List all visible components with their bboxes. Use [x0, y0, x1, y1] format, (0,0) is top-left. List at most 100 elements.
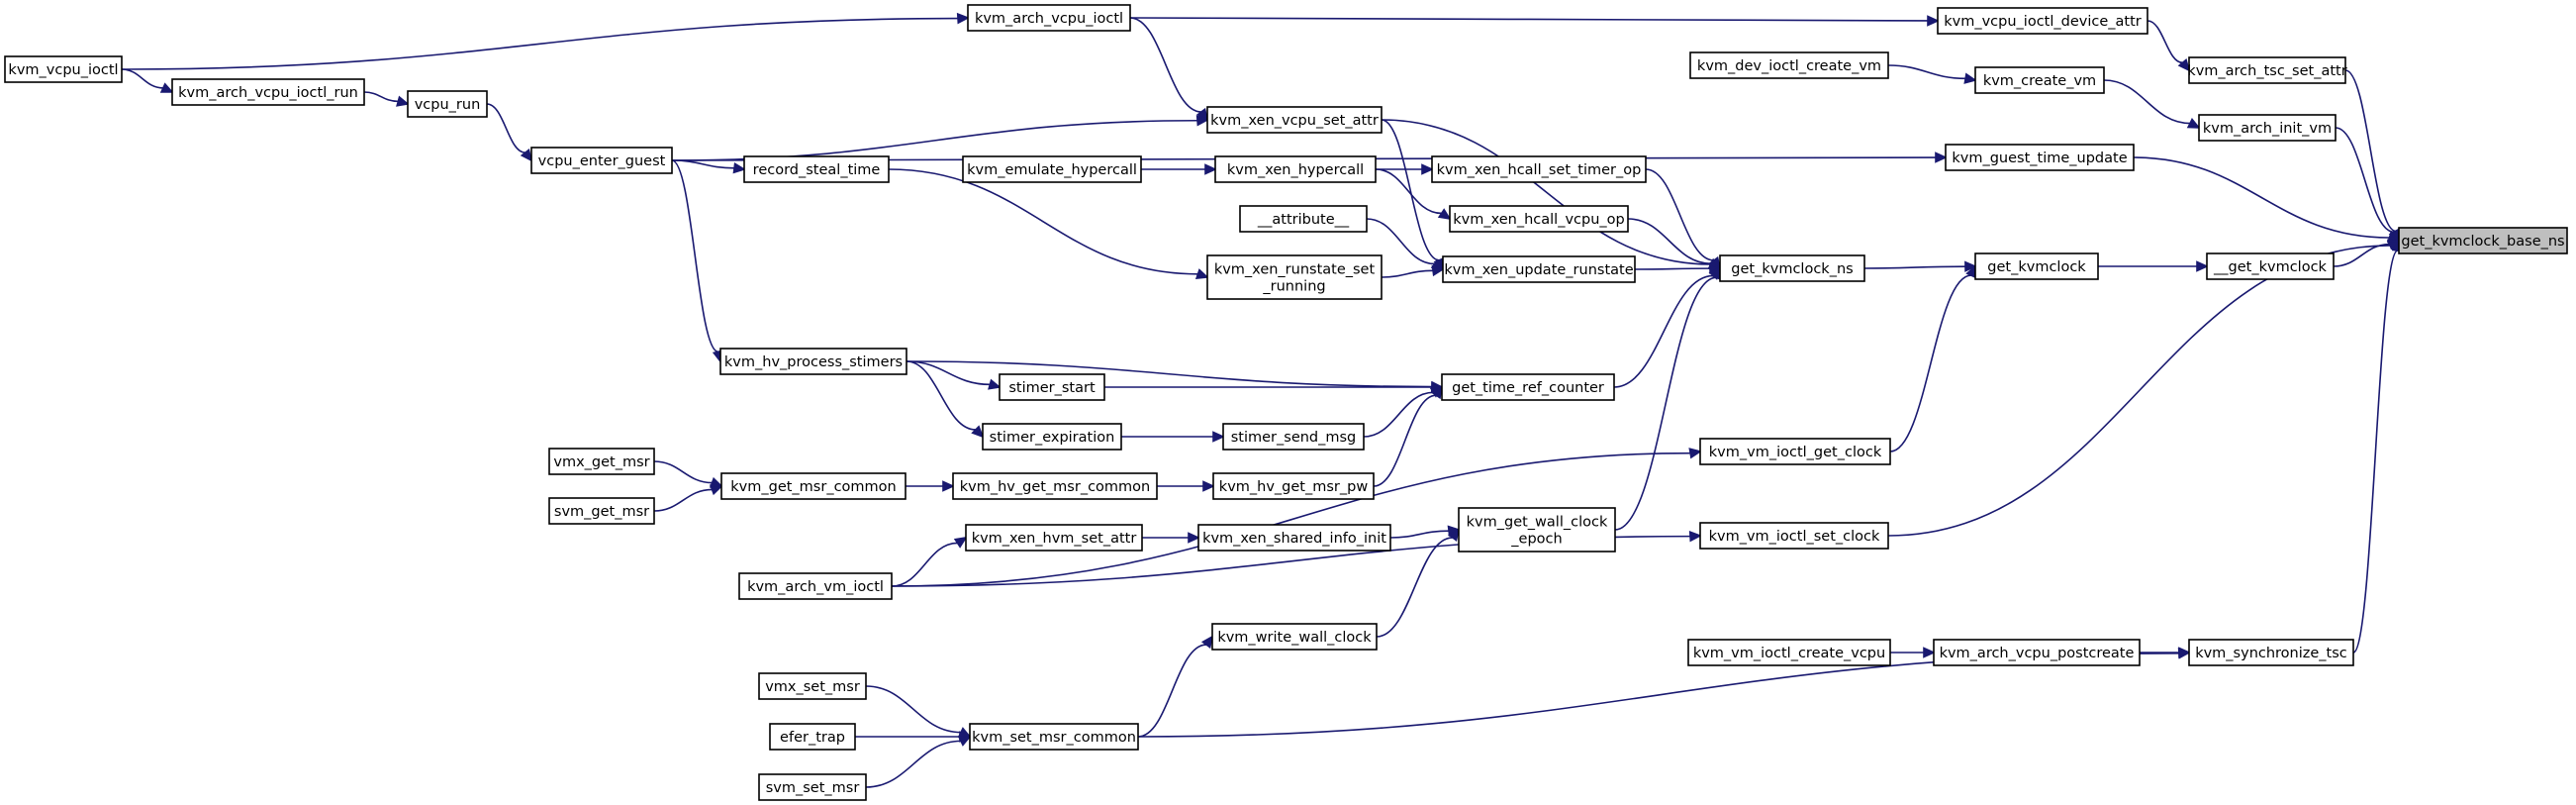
node-kvm-xen-hypercall[interactable]: kvm_xen_hypercall: [1214, 155, 1377, 183]
node-label: kvm_synchronize_tsc: [2195, 646, 2347, 661]
edge-stimer-start-to-get-time-ref-counter: [1104, 381, 1444, 393]
node-label: __get_kvmclock: [2213, 259, 2328, 275]
edge-line: [2352, 250, 2399, 654]
node-svm-get-msr[interactable]: svm_get_msr: [548, 497, 655, 525]
node-kvm-xen-hcall-set-timer-op[interactable]: kvm_xen_hcall_set_timer_op: [1431, 155, 1647, 183]
node-label: kvm_arch_vcpu_ioctl: [975, 11, 1123, 27]
arrowhead-icon: [1431, 264, 1445, 277]
node-label: kvm_guest_time_update: [1952, 151, 2127, 166]
node-kvm-create-vm[interactable]: kvm_create_vm: [1974, 66, 2105, 94]
edge-line: [1645, 168, 1715, 261]
node-kvm-xen-update-runstate[interactable]: kvm_xen_update_runstate: [1442, 255, 1636, 283]
arrowhead-icon: [1195, 107, 1209, 122]
node-kvm-xen-hvm-set-attr[interactable]: kvm_xen_hvm_set_attr: [965, 524, 1143, 552]
node-record-steal-time[interactable]: record_steal_time: [743, 155, 890, 183]
node-kvm-synchronize-tsc[interactable]: kvm_synchronize_tsc: [2188, 639, 2354, 666]
node-get-kvmclock-ns[interactable]: get_kvmclock_ns: [1719, 254, 1865, 282]
node-kvm-emulate-hypercall[interactable]: kvm_emulate_hypercall: [962, 155, 1142, 183]
node-kvm-arch-vm-ioctl[interactable]: kvm_arch_vm_ioctl: [738, 572, 893, 600]
node-kvm-xen-vcpu-set-attr[interactable]: kvm_xen_vcpu_set_attr: [1206, 106, 1383, 134]
node-stimer-start[interactable]: stimer_start: [999, 373, 1105, 401]
node-label: _epoch: [1510, 532, 1562, 548]
node-label: kvm_create_vm: [1983, 73, 2096, 89]
node-kvm-vm-ioctl-create-vcpu[interactable]: kvm_vm_ioctl_create_vcpu: [1687, 639, 1891, 666]
node-get-kvmclock[interactable]: __get_kvmclock: [2206, 252, 2335, 280]
node-kvm-guest-time-update[interactable]: kvm_guest_time_update: [1945, 144, 2135, 171]
edge-line: [2103, 79, 2191, 125]
arrowhead-icon: [1431, 385, 1444, 400]
node-box: [999, 373, 1105, 401]
node-kvm-vcpu-ioctl-device-attr[interactable]: kvm_vcpu_ioctl_device_attr: [1937, 7, 2148, 35]
node-get-time-ref-counter[interactable]: get_time_ref_counter: [1441, 373, 1615, 401]
node-label: kvm_xen_hypercall: [1227, 162, 1364, 178]
node-kvm-get-wall-clock-epoch[interactable]: kvm_get_wall_clock_epoch: [1458, 507, 1616, 553]
node-kvm-xen-runstate-set-running[interactable]: kvm_xen_runstate_set_running: [1206, 254, 1383, 300]
node-kvm-vcpu-ioctl[interactable]: kvm_vcpu_ioctl: [4, 55, 123, 83]
node-label: kvm_arch_vcpu_postcreate: [1940, 646, 2135, 661]
arrowhead-icon: [988, 378, 1002, 390]
edge-line: [671, 159, 735, 169]
node-kvm-dev-ioctl-create-vm[interactable]: kvm_dev_ioctl_create_vm: [1689, 51, 1889, 79]
node-vcpu-enter-guest[interactable]: vcpu_enter_guest: [530, 147, 673, 174]
node-vmx-get-msr[interactable]: vmx_get_msr: [548, 448, 655, 475]
node-kvm-write-wall-clock[interactable]: kvm_write_wall_clock: [1211, 623, 1378, 651]
node-label: kvm_vm_ioctl_set_clock: [1709, 529, 1880, 545]
arrowhead-icon: [956, 12, 970, 25]
node-svm-set-msr[interactable]: svm_set_msr: [758, 773, 867, 801]
node-kvm-arch-vcpu-postcreate[interactable]: kvm_arch_vcpu_postcreate: [1933, 639, 2141, 666]
arrowhead-icon: [709, 484, 723, 496]
node-kvm-arch-tsc-set-attr[interactable]: kvm_arch_tsc_set_attr: [2187, 56, 2347, 84]
node-label: vmx_get_msr: [553, 454, 649, 470]
arrowhead-icon: [1212, 431, 1225, 443]
node-kvm-hv-get-msr-common[interactable]: kvm_hv_get_msr_common: [952, 472, 1158, 500]
edge-efer-trap-to-kvm-set-msr-common: [855, 731, 972, 743]
edge-kvm-vcpu-ioctl-to-kvm-arch-vcpu-ioctl: [121, 12, 970, 70]
edge-line: [1889, 274, 1971, 453]
edge-line: [1375, 168, 1442, 215]
node-kvm-arch-init-vm[interactable]: kvm_arch_init_vm: [2198, 114, 2337, 142]
edge-kvm-hv-get-msr-pw-to-get-time-ref-counter: [1373, 385, 1444, 487]
node-vcpu-run[interactable]: vcpu_run: [407, 90, 488, 118]
node-attribute[interactable]: __attribute__: [1239, 205, 1368, 233]
arrowhead-icon: [1688, 448, 1702, 459]
node-get-kvmclock[interactable]: get_kvmclock: [1974, 252, 2099, 280]
node-kvm-arch-vcpu-ioctl[interactable]: kvm_arch_vcpu_ioctl: [967, 4, 1131, 32]
node-efer-trap[interactable]: efer_trap: [769, 723, 856, 751]
edge-get-time-ref-counter-to-get-kvmclock-ns: [1613, 266, 1722, 388]
edge-kvm-arch-vcpu-ioctl-to-kvm-vcpu-ioctl-device-attr: [1129, 15, 1940, 27]
node-box: [1719, 254, 1865, 282]
node-box: [1431, 155, 1647, 183]
edge-line: [653, 460, 713, 484]
node-box: [1197, 524, 1391, 552]
node-kvm-get-msr-common[interactable]: kvm_get_msr_common: [720, 472, 906, 500]
node-get-kvmclock-base-ns[interactable]: get_kvmclock_base_ns: [2398, 227, 2568, 254]
node-label: kvm_hv_get_msr_pw: [1219, 479, 1369, 495]
node-kvm-xen-hcall-vcpu-op[interactable]: kvm_xen_hcall_vcpu_op: [1449, 205, 1629, 233]
node-vmx-set-msr[interactable]: vmx_set_msr: [758, 672, 867, 700]
node-box: [1687, 639, 1891, 666]
edge-line: [906, 360, 991, 386]
node-label: _running: [1262, 279, 1325, 295]
edge-line: [1376, 537, 1453, 638]
node-label: kvm_dev_ioctl_create_vm: [1697, 58, 1881, 74]
node-kvm-vm-ioctl-get-clock[interactable]: kvm_vm_ioctl_get_clock: [1699, 438, 1891, 465]
node-kvm-vm-ioctl-set-clock[interactable]: kvm_vm_ioctl_set_clock: [1699, 522, 1889, 550]
node-box: [1699, 438, 1891, 465]
edge-line: [1613, 274, 1714, 388]
node-label: kvm_arch_vm_ioctl: [747, 579, 884, 595]
node-kvm-xen-shared-info-init[interactable]: kvm_xen_shared_info_init: [1197, 524, 1391, 552]
edge-line: [906, 360, 976, 431]
edge-kvm-vm-ioctl-get-clock-to-get-kvmclock: [1889, 264, 1976, 453]
node-stimer-expiration[interactable]: stimer_expiration: [982, 423, 1122, 451]
node-box: [2188, 56, 2346, 84]
edge-vcpu-enter-guest-to-record-steal-time: [671, 159, 746, 174]
node-stimer-send-msg[interactable]: stimer_send_msg: [1222, 423, 1365, 451]
node-box: [738, 572, 893, 600]
node-kvm-set-msr-common[interactable]: kvm_set_msr_common: [969, 723, 1139, 751]
node-kvm-hv-process-stimers[interactable]: kvm_hv_process_stimers: [719, 348, 907, 375]
node-kvm-hv-get-msr-pw[interactable]: kvm_hv_get_msr_pw: [1212, 472, 1375, 500]
node-kvm-arch-vcpu-ioctl-run[interactable]: kvm_arch_vcpu_ioctl_run: [171, 78, 365, 106]
edge-get-kvmclock-ns-to-get-kvmclock: [1863, 260, 1977, 272]
node-box: [1945, 144, 2135, 171]
arrowhead-icon: [1927, 15, 1940, 27]
